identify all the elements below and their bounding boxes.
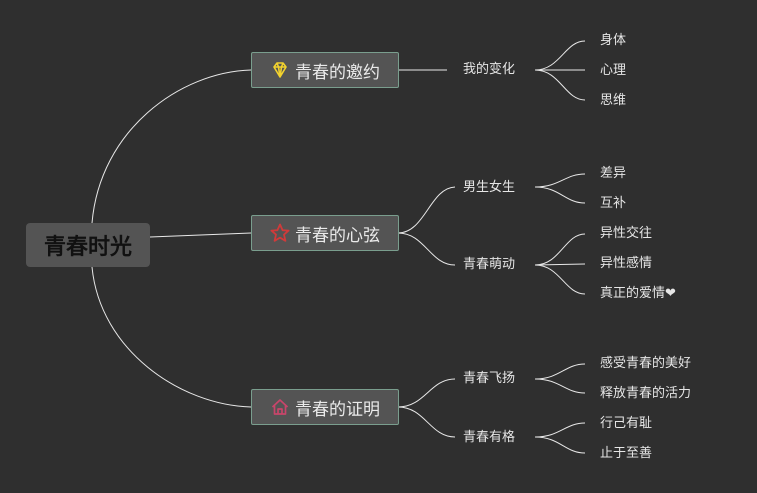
- leaf-opposite-sex-feelings[interactable]: 异性感情: [600, 256, 653, 271]
- connector-sub-2-2-leaf-1: [534, 233, 586, 266]
- root-topic-label: 青春时光: [43, 235, 132, 260]
- branch-topic-label: 青春的心弦: [295, 225, 380, 246]
- leaf-true-love[interactable]: 真正的爱情❤: [600, 286, 676, 301]
- subtopic-youth-character[interactable]: 青春有格: [463, 430, 516, 445]
- leaf-body[interactable]: 身体: [600, 33, 627, 48]
- subtopic-boys-girls[interactable]: 男生女生: [463, 180, 516, 195]
- connector-sub-2-1-leaf-1: [534, 173, 586, 188]
- leaf-mind[interactable]: 心理: [600, 63, 627, 78]
- diamond-icon: [270, 60, 290, 80]
- connector-root-branch-1: [91, 69, 252, 224]
- leaf-release-youth-vitality[interactable]: 释放青春的活力: [600, 386, 692, 401]
- star-icon: [270, 223, 290, 243]
- connector-sub-3-2-leaf-1: [534, 422, 586, 438]
- connector-branch-3-sub-1: [397, 378, 456, 408]
- house-icon: [270, 397, 290, 417]
- leaf-ultimate-goodness[interactable]: 止于至善: [600, 446, 653, 461]
- leaf-difference[interactable]: 差异: [600, 166, 627, 181]
- branch-topic-heartstrings[interactable]: 青春的心弦: [251, 215, 399, 251]
- connector-sub-3-1-leaf-1: [534, 363, 586, 380]
- leaf-complement[interactable]: 互补: [600, 196, 627, 211]
- connector-root-branch-3: [91, 266, 252, 408]
- leaf-opposite-sex-contact[interactable]: 异性交往: [600, 226, 653, 241]
- connector-branch-3-sub-2: [397, 406, 456, 438]
- connector-sub-2-2-leaf-3: [534, 264, 586, 295]
- connector-sub-3-1-leaf-2: [534, 378, 586, 394]
- branch-topic-invitation[interactable]: 青春的邀约: [251, 52, 399, 88]
- leaf-thinking[interactable]: 思维: [600, 93, 627, 108]
- branch-topic-label: 青春的证明: [295, 399, 380, 420]
- subtopic-youth-soaring[interactable]: 青春飞扬: [463, 371, 516, 386]
- branch-topic-label: 青春的邀约: [295, 62, 380, 83]
- connector-branch-2-sub-1: [397, 186, 456, 234]
- leaf-sense-of-shame[interactable]: 行己有耻: [600, 416, 653, 431]
- connector-root-branch-2: [149, 232, 252, 238]
- branch-topic-proof[interactable]: 青春的证明: [251, 389, 399, 425]
- connector-sub-2-1-leaf-2: [534, 186, 586, 204]
- subtopic-my-changes[interactable]: 我的变化: [463, 62, 516, 77]
- root-topic[interactable]: 青春时光: [26, 223, 150, 267]
- connector-sub-2-2-leaf-2: [534, 263, 586, 266]
- connector-sub-1-1-leaf-1: [534, 40, 586, 71]
- leaf-feel-youth-beauty[interactable]: 感受青春的美好: [600, 356, 692, 371]
- connector-sub-1-1-leaf-3: [534, 69, 586, 101]
- connector-sub-3-2-leaf-2: [534, 436, 586, 454]
- subtopic-youth-budding[interactable]: 青春萌动: [463, 257, 516, 272]
- connector-branch-2-sub-2: [397, 232, 456, 266]
